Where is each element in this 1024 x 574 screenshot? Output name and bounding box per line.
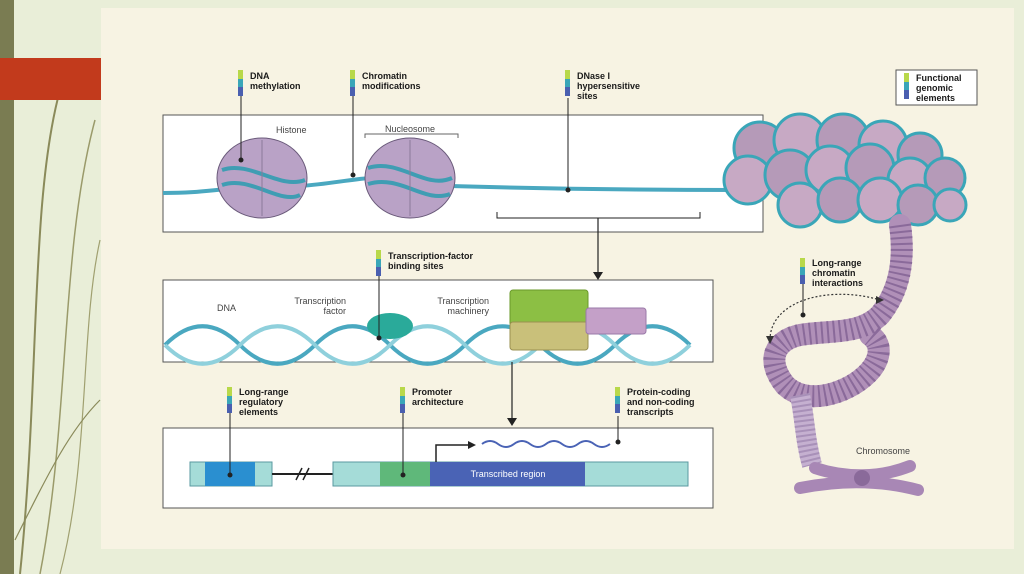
nucleosome-1 xyxy=(216,137,308,219)
color-tag xyxy=(376,250,381,276)
chromosome xyxy=(794,460,924,496)
histone-label: Histone xyxy=(276,125,307,135)
chromatin-fiber xyxy=(722,112,968,468)
color-tag xyxy=(800,258,805,284)
color-tag xyxy=(227,387,232,413)
color-tag xyxy=(350,70,355,96)
dna-methylation-label: DNA methylation xyxy=(250,71,301,91)
transcribed-region xyxy=(430,462,585,486)
dna-label: DNA xyxy=(217,303,237,313)
long-range-regulatory-label: Long-range regulatory elements xyxy=(239,387,289,417)
chromatin-modifications-label: Chromatin modifications xyxy=(362,71,421,91)
machinery-block-top xyxy=(509,289,589,327)
transcribed-region-label: Transcribed region xyxy=(470,469,546,479)
tf-binding-label: Transcription-factor binding sites xyxy=(388,251,474,271)
color-tag xyxy=(238,70,243,96)
dna-helix-b xyxy=(163,324,692,366)
nucleosome-2 xyxy=(364,137,456,219)
color-tag xyxy=(615,387,620,413)
color-tag xyxy=(904,73,909,99)
red-accent-tab xyxy=(0,58,101,100)
dna-helix-a xyxy=(163,324,692,366)
color-tag xyxy=(400,387,405,413)
tss-arrow xyxy=(435,444,470,462)
legend-box xyxy=(895,69,978,106)
color-tag xyxy=(565,70,570,96)
transcription-factor-label: Transcription factor xyxy=(294,296,346,316)
transcription-factor-shape xyxy=(367,313,413,339)
transcript-wave xyxy=(481,440,611,448)
machinery-block-side xyxy=(585,307,647,335)
functional-elements-label: Functional genomic elements xyxy=(916,73,962,103)
chromosome-label: Chromosome xyxy=(856,446,911,456)
nucleosome-label: Nucleosome xyxy=(385,124,436,134)
promoter-architecture-label: Promoter architecture xyxy=(412,387,464,407)
transcripts-label: Protein-coding and non-coding transcript… xyxy=(627,387,695,417)
left-accent-bar xyxy=(0,0,14,574)
dnase-label: DNase I hypersensitive sites xyxy=(577,71,641,101)
transcription-machinery-label: Transcription machinery xyxy=(437,296,489,316)
long-range-chromatin-label: Long-range chromatin interactions xyxy=(812,258,864,288)
nucleosome-bracket xyxy=(364,133,459,138)
machinery-block-bottom xyxy=(509,321,589,351)
